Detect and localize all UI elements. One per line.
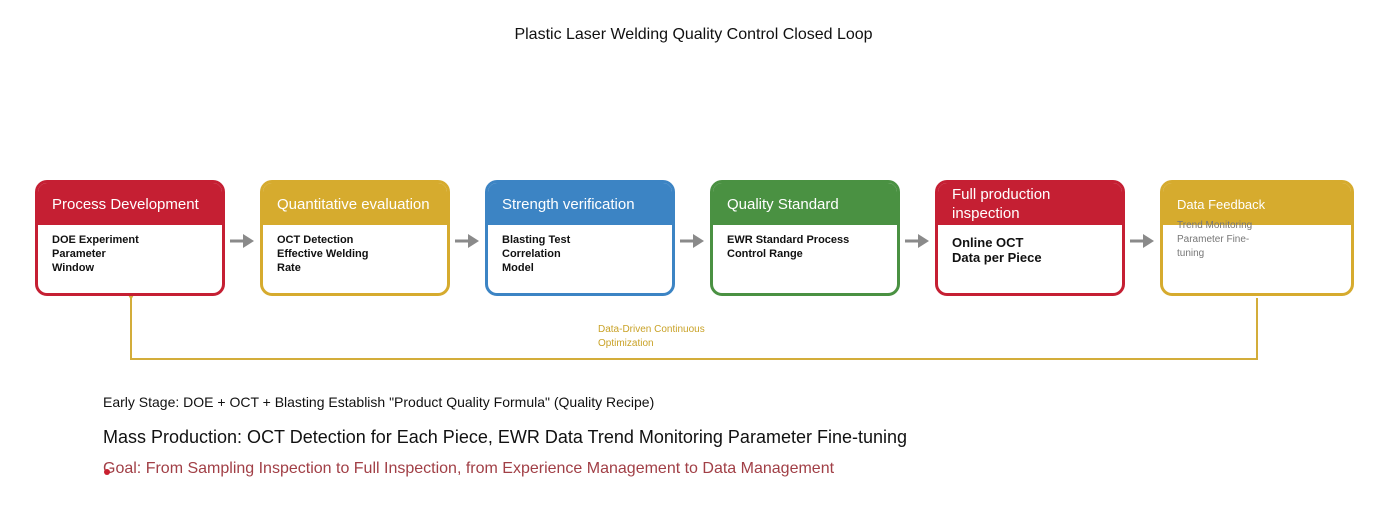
feedback-loop-line [130, 296, 1258, 360]
loop-label: Data-Driven Continuous Optimization [598, 324, 705, 349]
stage-header: Full production inspection [938, 183, 1122, 225]
goal-bullet-icon [104, 469, 110, 475]
stage-body: OCT Detection Effective Welding Rate [277, 234, 369, 274]
flow-arrow-icon [455, 234, 479, 248]
stage-header: Quantitative evaluation [263, 183, 447, 225]
stage-strength-verification: Strength verification Blasting Test Corr… [485, 180, 675, 296]
stage-data-feedback: Data Feedback Trend Monitoring Parameter… [1160, 180, 1354, 296]
stage-quantitative-evaluation: Quantitative evaluation OCT Detection Ef… [260, 180, 450, 296]
stage-full-production-inspection: Full production inspection Online OCT Da… [935, 180, 1125, 296]
flow-arrow-icon [905, 234, 929, 248]
early-stage-note: Early Stage: DOE + OCT + Blasting Establ… [103, 394, 655, 410]
goal-note: Goal: From Sampling Inspection to Full I… [103, 460, 835, 477]
flow-arrow-icon [1130, 234, 1154, 248]
stage-header: Data Feedback [1163, 183, 1351, 225]
stage-process-development: Process Development DOE Experiment Param… [35, 180, 225, 296]
stage-body: Trend Monitoring Parameter Fine- tuning [1177, 220, 1253, 259]
stage-header: Strength verification [488, 183, 672, 225]
stage-quality-standard: Quality Standard EWR Standard Process Co… [710, 180, 900, 296]
diagram-title: Plastic Laser Welding Quality Control Cl… [514, 26, 873, 43]
stage-header: Process Development [38, 183, 222, 225]
flow-arrow-icon [680, 234, 704, 248]
stage-header: Quality Standard [713, 183, 897, 225]
stage-body: EWR Standard Process Control Range [727, 234, 850, 260]
stage-body: Blasting Test Correlation Model [502, 234, 571, 274]
stage-body: Online OCT Data per Piece [952, 235, 1042, 265]
flow-arrow-icon [230, 234, 254, 248]
mass-production-note: Mass Production: OCT Detection for Each … [103, 427, 908, 447]
stage-body: DOE Experiment Parameter Window [52, 234, 139, 274]
